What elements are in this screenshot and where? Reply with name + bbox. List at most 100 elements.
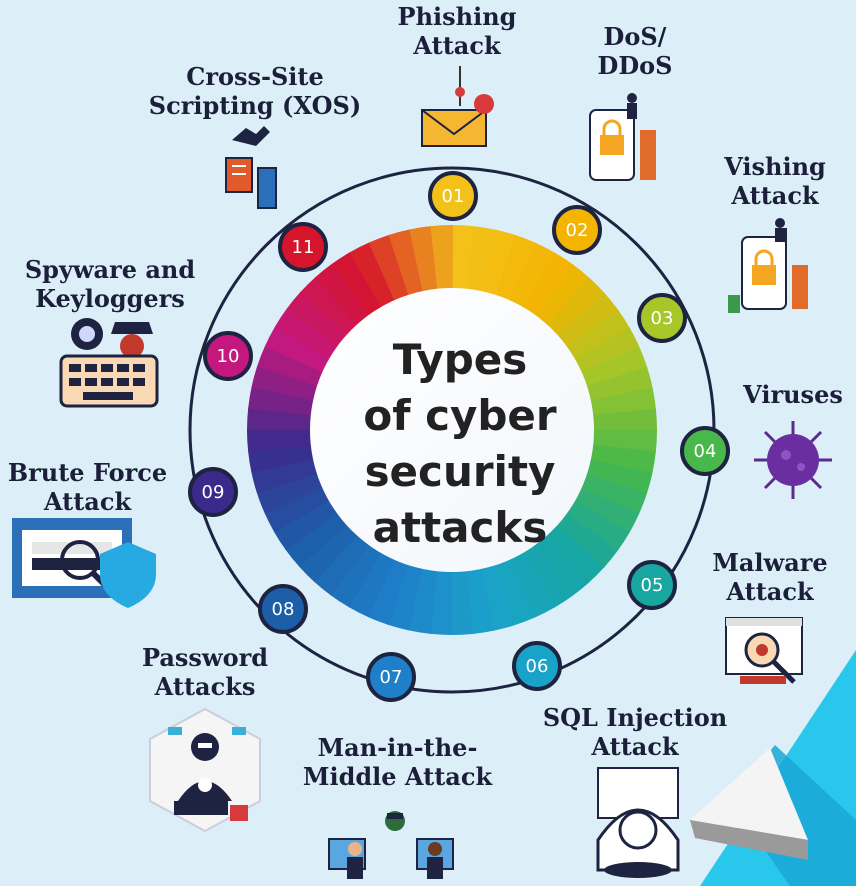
wheel-segment	[495, 235, 537, 303]
wheel-segment	[251, 458, 319, 494]
wheel-segment	[330, 542, 382, 608]
wheel-segment	[522, 252, 574, 318]
wheel-segment	[481, 229, 517, 298]
label-viruses: Viruses	[743, 380, 843, 409]
center-disc	[310, 288, 594, 572]
badge-06: 06	[512, 641, 562, 691]
wheel-segment	[408, 566, 438, 634]
wheel-segment	[264, 326, 332, 374]
wheel-segment	[508, 551, 555, 618]
wheel-segment	[331, 251, 383, 317]
wheel-segment	[555, 512, 618, 568]
wheel-segment	[349, 242, 396, 309]
title-line: Types	[392, 335, 528, 384]
wheel-segment	[573, 327, 640, 374]
wheel-segment	[409, 226, 439, 294]
wheel-segment	[588, 387, 656, 417]
label-dos-ddos: DoS/DDoS	[597, 22, 673, 80]
badge-03: 03	[637, 293, 687, 343]
phone-lock-icon	[589, 93, 656, 181]
malware-scan-icon	[725, 617, 803, 684]
wheel-segment	[465, 566, 495, 634]
wheel-segment	[585, 366, 653, 402]
title-line: security	[364, 447, 556, 496]
wheel-segment	[430, 225, 454, 291]
badge-11: 11	[278, 222, 328, 272]
wheel-segment	[565, 309, 631, 361]
badge-07: 07	[366, 652, 416, 702]
wheel-segment	[579, 473, 647, 515]
wheel-segment	[584, 459, 653, 495]
wheel-segment	[591, 408, 657, 432]
wheel-segment	[534, 264, 590, 327]
badge-08: 08	[258, 584, 308, 634]
login-shield-icon	[12, 518, 156, 608]
wheel-segment	[388, 229, 424, 297]
wheel-segment	[508, 242, 556, 310]
corner-shape-shadow	[690, 820, 808, 860]
wheel-segment	[521, 543, 573, 609]
wheel-segment	[545, 277, 606, 337]
wheel-segment	[368, 234, 410, 303]
color-wheel	[247, 225, 657, 635]
wheel-segment	[348, 550, 396, 618]
virus-icon	[754, 421, 832, 499]
wheel-segment	[450, 569, 474, 635]
wheel-segment	[256, 472, 325, 514]
corner-shape-white	[690, 748, 808, 840]
wheel-segment	[556, 292, 619, 349]
wheel-segment	[274, 308, 340, 360]
wheel-segment	[264, 486, 331, 533]
badge-10: 10	[203, 331, 253, 381]
wheel-segment	[314, 533, 370, 596]
wheel-segment	[251, 365, 320, 401]
wheel-segment	[299, 276, 359, 337]
badge-09: 09	[188, 467, 238, 517]
badge-02: 02	[552, 205, 602, 255]
wheel-segment	[248, 443, 316, 473]
wheel-segment	[273, 499, 339, 551]
phone-padlock-icon	[728, 218, 808, 313]
label-man-in-the-middle-attack: Man-in-the-Middle Attack	[302, 733, 493, 791]
badge-01: 01	[428, 171, 478, 221]
wheel-segment	[494, 557, 536, 626]
spy-keyboard-icon	[59, 318, 159, 408]
wheel-segment	[564, 500, 630, 552]
hand-devices-icon	[225, 126, 277, 209]
badge-04: 04	[680, 426, 730, 476]
wheel-segment	[248, 386, 316, 416]
wheel-segment	[285, 511, 348, 568]
wheel-segment	[286, 292, 349, 348]
wheel-segment	[545, 523, 605, 584]
wheel-segment	[480, 563, 516, 631]
title-line: attacks	[372, 503, 548, 552]
wheel-segment	[533, 534, 590, 597]
wheel-segment	[314, 263, 371, 326]
badge-05: 05	[627, 560, 677, 610]
wheel-segment	[247, 428, 313, 452]
wheel-segment	[367, 557, 409, 625]
wheel-segment	[588, 444, 656, 474]
title-line: of cyber	[363, 391, 557, 440]
wheel-segment	[387, 562, 423, 631]
wheel-segment	[572, 486, 640, 534]
wheel-segment	[579, 346, 648, 388]
wheel-segment	[257, 345, 325, 387]
email-phishing-icon	[421, 66, 494, 147]
hacker-laptop-icon	[596, 767, 680, 878]
wheel-segment	[298, 523, 359, 583]
center-title: Types of cyber security attacks	[310, 332, 610, 556]
wheel-segment	[466, 226, 496, 294]
password-hacker-icon	[149, 707, 261, 833]
intercept-people-icon	[328, 811, 454, 879]
